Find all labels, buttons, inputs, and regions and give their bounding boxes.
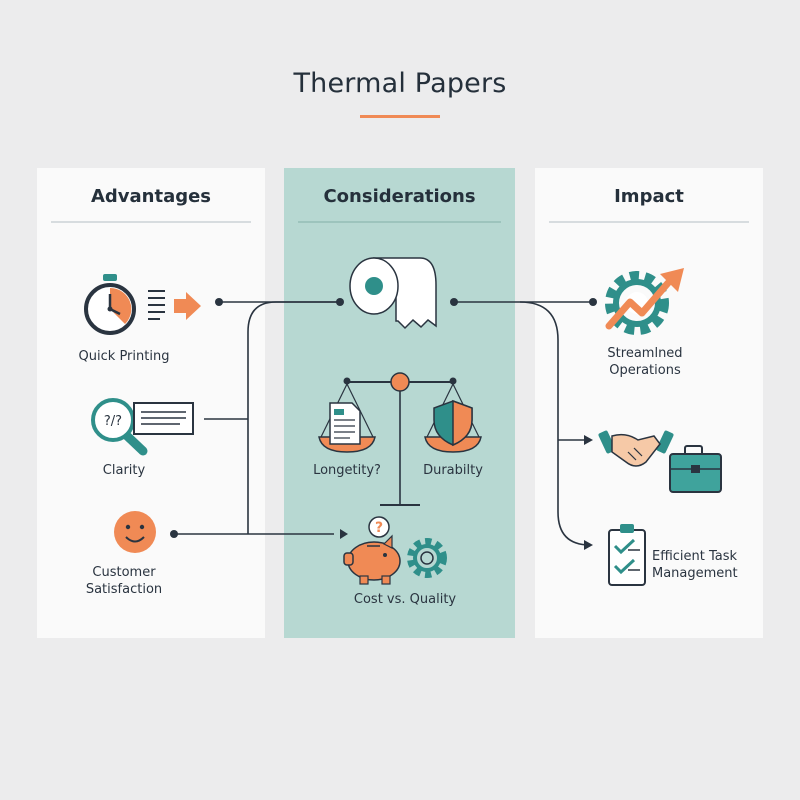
gear-growth-icon [605, 268, 684, 335]
advantages-heading: Advantages [90, 186, 212, 207]
shield-icon [433, 399, 473, 447]
piggy-bank-icon [343, 534, 401, 585]
considerations-heading: Considerations [323, 186, 476, 207]
connector-dot [589, 298, 597, 306]
gear-icon [407, 538, 447, 578]
efficient-line1: Efficient Task [652, 549, 738, 564]
cost-quality-label: Cost vs. Quality [353, 592, 457, 607]
paper-roll-icon [349, 257, 437, 330]
connector-dot [215, 298, 223, 306]
impact-divider [549, 221, 749, 223]
efficient-task-management-label: Efficient Task Management [652, 548, 752, 582]
document-lines-icon [148, 290, 165, 320]
streamlined-line1: Streamlned [607, 346, 683, 361]
advantages-divider [51, 221, 251, 223]
impact-heading: Impact [614, 186, 684, 207]
clarity-label: Clarity [102, 463, 146, 478]
connector-lines [174, 301, 593, 546]
checklist-icon [608, 524, 646, 586]
connector-dot [336, 298, 344, 306]
handshake-icon [598, 430, 674, 467]
connector-dot [450, 298, 458, 306]
quick-printing-label: Quick Printing [78, 349, 170, 364]
considerations-divider [298, 221, 501, 223]
connector-dot [170, 530, 178, 538]
question-badge-icon: ? [368, 516, 390, 538]
connector-vertical-right [519, 301, 591, 546]
longevity-label: Longetity? [313, 463, 381, 478]
durability-label: Durabilty [423, 463, 483, 478]
question-mark: ? [375, 520, 383, 536]
efficient-line2: Management [652, 566, 738, 581]
customer-satisfaction-line2: Satisfaction [85, 582, 163, 597]
connector-arrowheads [340, 435, 593, 550]
streamlined-operations-label: Streamlned Operations [585, 345, 705, 379]
magnifier-icon: ?/? [91, 398, 148, 456]
connector-vertical-left [247, 301, 340, 534]
page-title: Thermal Papers [293, 68, 507, 99]
streamlined-line2: Operations [609, 363, 681, 378]
impact-column: Impact [535, 168, 763, 638]
title-underline [360, 115, 440, 118]
arrow-right-icon [174, 292, 201, 320]
arrowhead [584, 540, 593, 550]
briefcase-icon [669, 445, 722, 493]
connector-dots [170, 298, 597, 538]
customer-satisfaction-label: Customer Satisfaction [64, 564, 184, 598]
arrowhead [584, 435, 593, 445]
arrowhead [340, 529, 348, 539]
document-icon [329, 402, 361, 445]
text-box-icon [133, 402, 194, 435]
clarity-icon-text: ?/? [104, 414, 122, 429]
smiley-icon [114, 511, 156, 553]
customer-satisfaction-line1: Customer [92, 565, 156, 580]
stopwatch-icon [84, 274, 136, 335]
